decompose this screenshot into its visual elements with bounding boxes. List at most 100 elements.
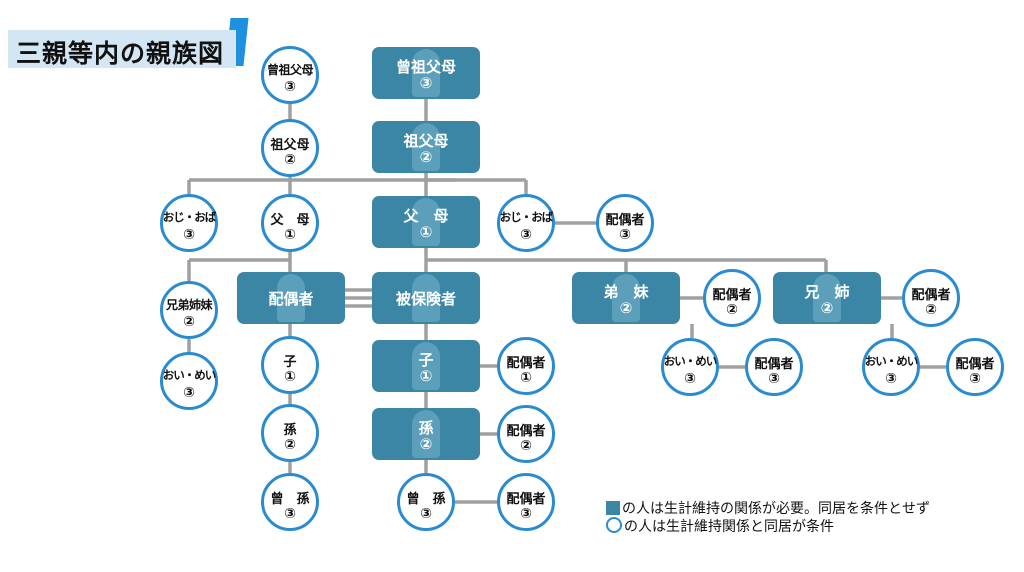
legend-box-swatch — [606, 501, 620, 515]
node-label: 父 母 — [270, 213, 310, 228]
node-label: 弟 妹 — [603, 283, 649, 301]
node-degree: ② — [619, 299, 633, 317]
person-silhouette-icon — [813, 274, 841, 322]
node-label: 配偶者 — [605, 213, 645, 228]
node-insured: 被保険者 — [372, 272, 480, 324]
node-degree: ② — [520, 438, 532, 454]
node-label: おじ・おば — [162, 210, 217, 224]
node-spouse: 配偶者 — [237, 272, 345, 324]
node-label: おい・めい — [864, 354, 919, 368]
node-label: 父 母 — [403, 207, 449, 225]
node-label: 配偶者 — [754, 357, 794, 372]
node-degree: ① — [520, 370, 532, 386]
person-silhouette-icon — [412, 342, 440, 390]
node-degree: ③ — [768, 371, 780, 387]
node-spouse-nephew-niece: おい・めい ③ — [160, 352, 218, 410]
node-degree: ② — [284, 152, 296, 168]
person-silhouette-icon — [412, 49, 440, 97]
person-silhouette-icon — [277, 274, 305, 322]
node-degree: ② — [419, 148, 433, 166]
legend-circle-swatch — [606, 517, 622, 533]
node-degree: ② — [284, 437, 296, 453]
node-label: 配偶者 — [506, 356, 546, 371]
node-degree: ③ — [520, 227, 532, 243]
legend-circle-text: の人は生計維持関係と同居が条件 — [624, 519, 834, 535]
node-younger-nephew-niece: おい・めい ③ — [661, 338, 719, 396]
node-label: 配偶者 — [268, 290, 314, 308]
person-silhouette-icon — [412, 198, 440, 246]
node-degree: ① — [284, 227, 296, 243]
node-degree: ② — [726, 302, 738, 318]
node-label: 曾祖父母 — [266, 63, 314, 77]
node-own-uncle-aunt: おじ・おば ③ — [497, 194, 555, 252]
legend-circle-entry: の人は生計維持関係と同居が条件 — [606, 516, 834, 536]
title-banner: 三親等内の親族図 — [8, 18, 249, 72]
node-degree: ③ — [420, 506, 432, 522]
node-degree: ② — [925, 302, 937, 318]
diagram-title: 三親等内の親族図 — [16, 39, 225, 68]
node-label: 子 — [418, 351, 434, 369]
title-band — [8, 30, 236, 68]
node-label: おい・めい — [663, 354, 718, 368]
node-label: 配偶者 — [712, 288, 752, 303]
node-label: おじ・おば — [499, 210, 554, 224]
person-silhouette-icon — [412, 123, 440, 171]
node-older-nephew-niece: おい・めい ③ — [862, 338, 920, 396]
node-degree: ② — [419, 435, 433, 453]
node-degree: ③ — [419, 74, 433, 92]
node-label: 孫 — [283, 423, 297, 438]
node-label: 孫 — [418, 419, 434, 437]
node-degree: ③ — [284, 79, 296, 95]
node-label: おい・めい — [162, 368, 217, 382]
node-label: 配偶者 — [506, 492, 546, 507]
node-label: 祖父母 — [403, 132, 449, 150]
person-silhouette-icon — [412, 274, 440, 322]
node-degree: ③ — [520, 506, 532, 522]
node-label: 配偶者 — [911, 288, 951, 303]
person-silhouette-icon — [612, 274, 640, 322]
node-degree: ① — [284, 369, 296, 385]
node-label: 子 — [283, 355, 297, 370]
legend-box-entry: の人は生計維持の関係が必要。同居を条件とせず — [606, 498, 930, 518]
node-spouse-great-grandparents: 曾祖父母 ③ — [261, 46, 319, 104]
node-degree: ② — [820, 299, 834, 317]
node-degree: ③ — [183, 385, 195, 401]
node-degree: ③ — [684, 371, 696, 387]
node-degree: ③ — [969, 371, 981, 387]
node-degree: ③ — [619, 227, 631, 243]
node-label: 祖父母 — [270, 138, 310, 153]
person-silhouette-icon — [412, 410, 440, 458]
node-degree: ① — [419, 223, 433, 241]
node-label: 曾 孫 — [406, 492, 446, 507]
node-label: 兄 姉 — [804, 283, 850, 301]
node-degree: ② — [183, 314, 195, 330]
node-degree: ③ — [885, 371, 897, 387]
node-label: 配偶者 — [955, 357, 995, 372]
node-degree: ③ — [284, 506, 296, 522]
node-label: 配偶者 — [506, 424, 546, 439]
